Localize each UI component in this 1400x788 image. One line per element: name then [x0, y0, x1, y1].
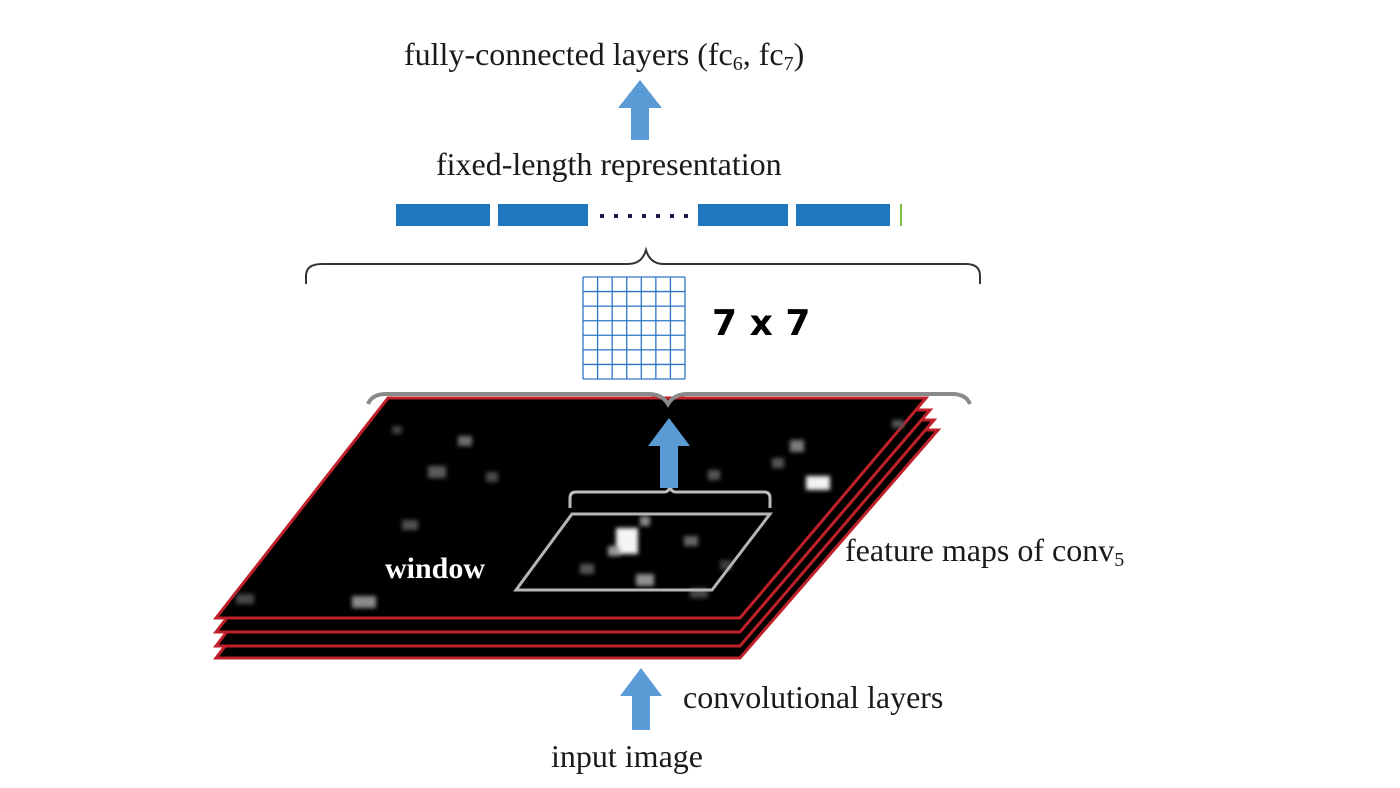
representation-brace — [305, 246, 981, 284]
feature-activations — [236, 420, 904, 608]
arrow-to-fc — [618, 80, 662, 140]
bar-segment-3 — [698, 204, 788, 226]
grid-size-label: 7 x 7 — [712, 303, 811, 344]
bar-segment-1 — [396, 204, 490, 226]
bar-segment-2 — [498, 204, 588, 226]
pooled-region — [300, 268, 1000, 392]
window-label: window — [385, 552, 486, 585]
arrow-from-input — [620, 668, 662, 730]
window-region — [513, 512, 774, 592]
feature-map-brace — [366, 392, 972, 408]
bar-segment-4 — [796, 204, 890, 226]
feature-map-stack — [212, 396, 942, 660]
fc-layers-label: fully-connected layers (fc6, fc7) — [404, 36, 805, 75]
fixed-length-bar — [396, 204, 902, 226]
fixed-length-label: fixed-length representation — [436, 146, 782, 182]
bar-end-tick — [900, 204, 902, 226]
feature-maps-label: feature maps of conv5 — [845, 532, 1125, 571]
pooling-grid-7x7 — [582, 276, 686, 380]
input-image-label: input image — [551, 738, 703, 774]
bar-ellipsis-dots — [600, 214, 688, 218]
conv-layers-label: convolutional layers — [683, 679, 944, 715]
arrow-to-pooling — [648, 418, 690, 488]
